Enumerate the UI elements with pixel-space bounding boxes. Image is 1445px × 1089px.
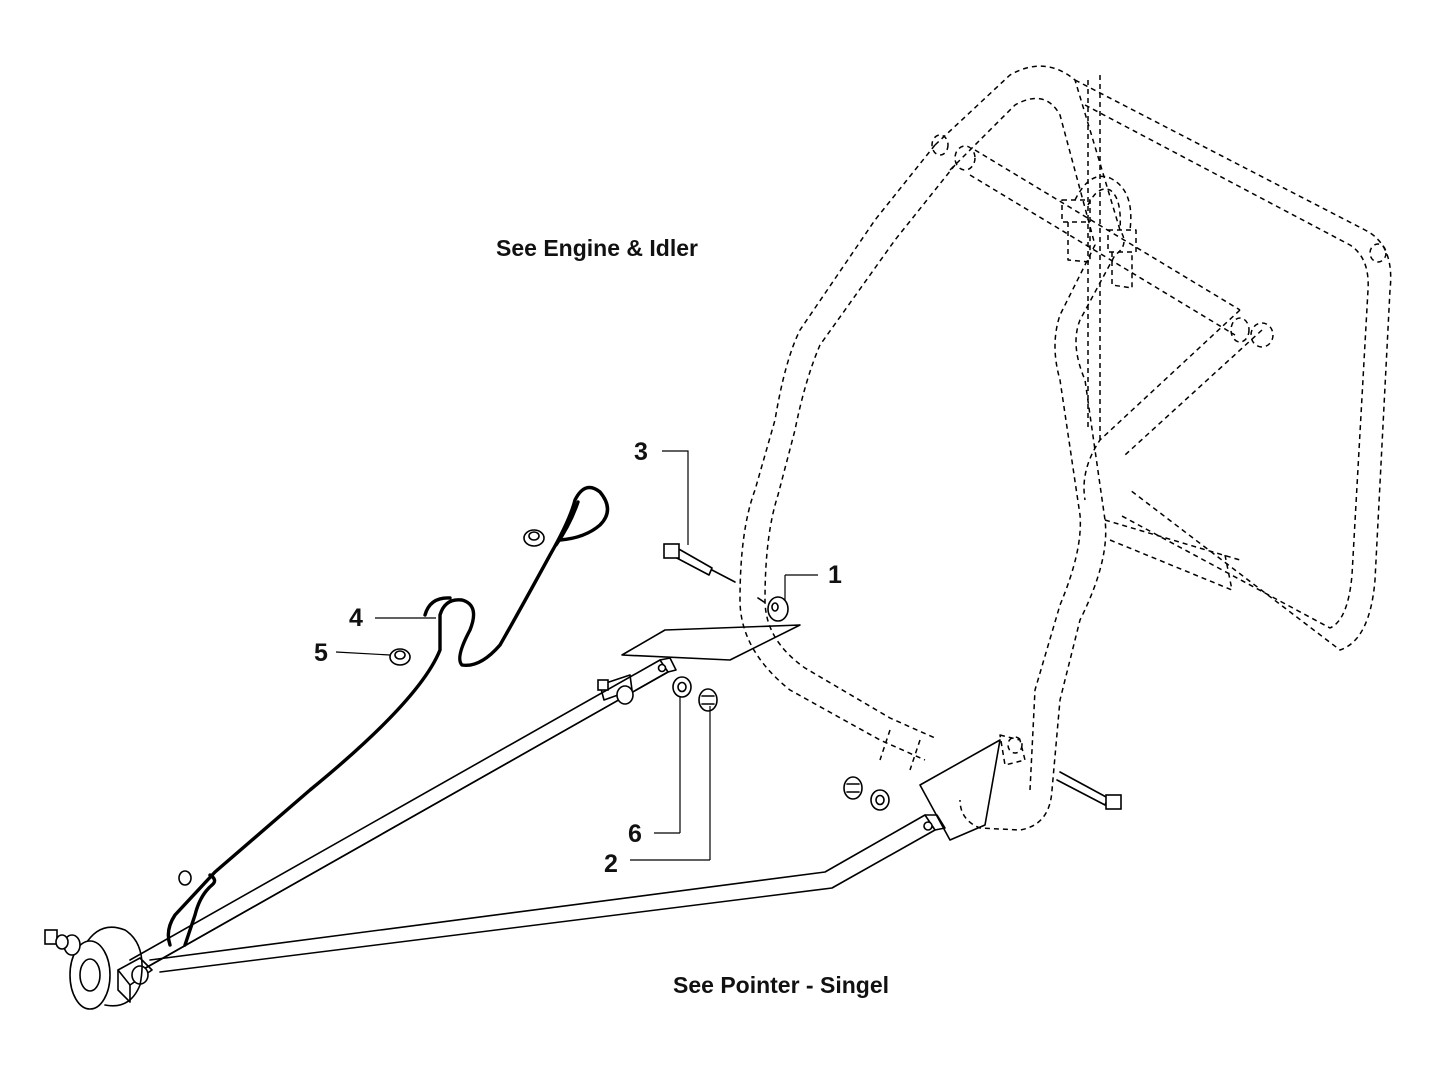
washer-spacer bbox=[757, 596, 789, 622]
callout-2: 2 bbox=[604, 850, 618, 878]
callout-5: 5 bbox=[314, 639, 328, 667]
bolt bbox=[663, 543, 1122, 810]
callout-3: 3 bbox=[634, 438, 648, 466]
nut bbox=[698, 688, 863, 800]
note-pointer-singel: See Pointer - Singel bbox=[673, 972, 889, 998]
callout-1: 1 bbox=[828, 561, 842, 589]
callout-6: 6 bbox=[628, 820, 642, 848]
washer bbox=[672, 676, 890, 811]
cable-clip bbox=[389, 529, 545, 666]
frame-reference-dashed bbox=[739, 65, 1392, 831]
mount-plates bbox=[621, 624, 1001, 841]
callout-4: 4 bbox=[349, 604, 363, 632]
note-engine-idler: See Engine & Idler bbox=[496, 235, 698, 261]
tow-bar-assembly bbox=[44, 657, 946, 1010]
leader-lines bbox=[335, 450, 818, 861]
cable bbox=[166, 485, 610, 947]
callouts: 1 2 3 4 5 6 bbox=[314, 438, 842, 878]
